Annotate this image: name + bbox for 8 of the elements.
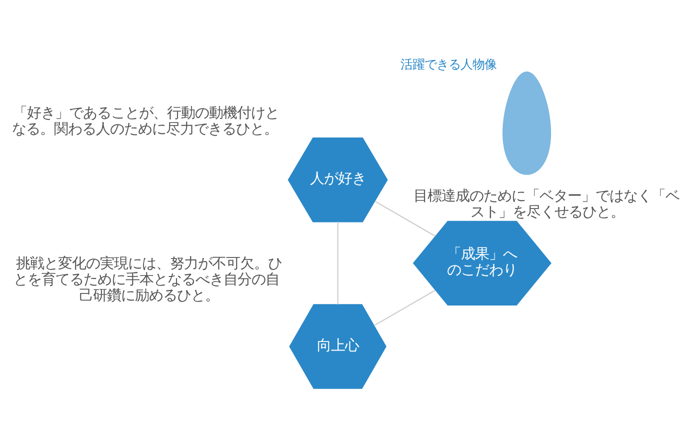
connector: [337, 222, 338, 304]
node-label: 活躍できる人物像: [400, 56, 497, 72]
connector: [374, 290, 436, 326]
node-label: 挑戦と変化の実現には、努力が不可欠。ひとを育てるために手本となるべき自分の自己研鑽に励めるひと。: [13, 256, 282, 304]
connector: [374, 200, 436, 237]
node-person: [502, 72, 552, 175]
node-label: 「好き」であることが、行動の動機付けとなる。関わる人のために尽力できるひと。: [12, 105, 280, 138]
node-label: 目標達成のために「ベター」ではなく「ベスト」を尽くせるひと。: [413, 188, 680, 221]
